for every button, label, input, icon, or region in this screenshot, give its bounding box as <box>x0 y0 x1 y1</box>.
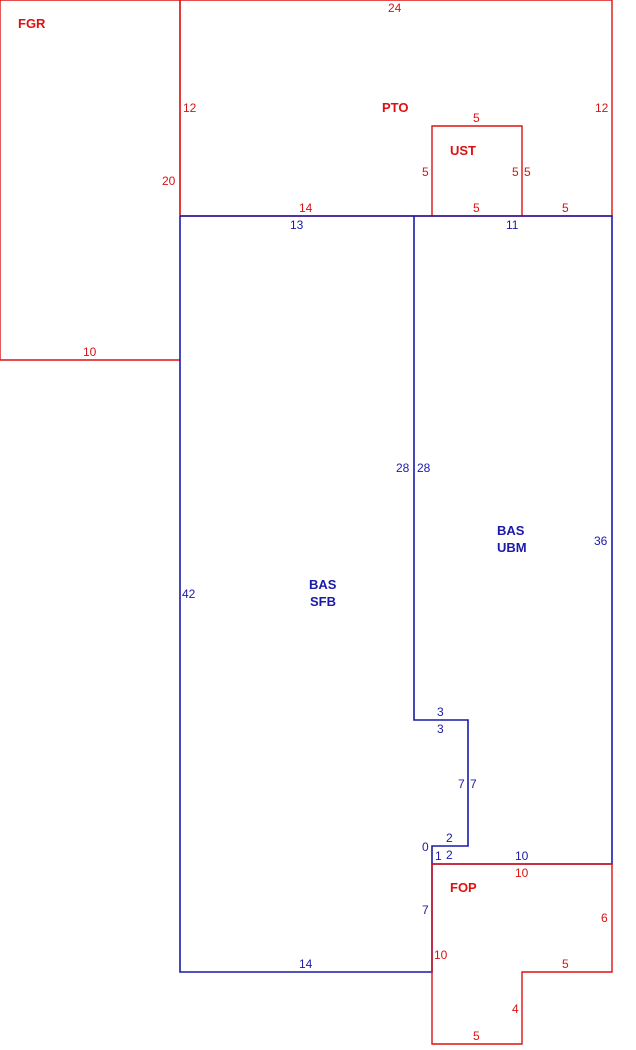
dim-fgr-left: 20 <box>162 174 176 188</box>
fop-label: FOP <box>450 880 477 895</box>
dim-fop-bottom: 5 <box>473 1029 480 1043</box>
dim-fop-top: 10 <box>515 866 529 880</box>
dim-sfb-left: 42 <box>182 587 196 601</box>
dim-pto-bottom-left: 14 <box>299 201 313 215</box>
fgr-outline <box>0 0 181 361</box>
dim-pto-bottom-right: 5 <box>562 201 569 215</box>
bas-sfb-sub: SFB <box>310 594 336 609</box>
dim-ust-top: 5 <box>473 111 480 125</box>
dim-ust-bottom: 5 <box>473 201 480 215</box>
dim-sfb-right-upper: 28 <box>396 461 410 475</box>
dim-pto-top: 24 <box>388 1 402 15</box>
bas-ubm-code: BAS <box>497 523 525 538</box>
fgr-label: FGR <box>18 16 46 31</box>
dim-ubm-top: 11 <box>506 218 519 232</box>
dim-ust-right-out: 5 <box>524 165 531 179</box>
dim-fop-inner: 4 <box>512 1002 519 1016</box>
dim-sfb-bottom: 14 <box>299 957 313 971</box>
bas-sfb-code: BAS <box>309 577 337 592</box>
dim-ubm-right: 36 <box>594 534 608 548</box>
dim-sfb-right-mid: 7 <box>458 777 465 791</box>
dim-ust-right-in: 5 <box>512 165 519 179</box>
dim-fop-step: 5 <box>562 957 569 971</box>
dim-fop-left: 10 <box>434 948 448 962</box>
dim-fop-right: 6 <box>601 911 608 925</box>
dim-ubm-small: 1 <box>435 849 442 863</box>
dim-pto-left: 12 <box>183 101 197 115</box>
dim-ust-left: 5 <box>422 165 429 179</box>
dim-ubm-left-upper: 28 <box>417 461 431 475</box>
bas-ubm-sub: UBM <box>497 540 527 555</box>
dim-pto-right: 12 <box>595 101 609 115</box>
dim-sfb-step-bottom: 2 <box>446 831 453 845</box>
dim-ubm-step-bottom: 2 <box>446 848 453 862</box>
dim-sfb-small: 0 <box>422 840 429 854</box>
bas-sfb-outline <box>179 215 469 973</box>
dim-sfb-step-top: 3 <box>437 705 444 719</box>
dim-ubm-bottom: 10 <box>515 849 529 863</box>
ust-outline <box>431 125 523 216</box>
dim-sfb-top: 13 <box>290 218 304 232</box>
fop-outline <box>431 863 613 1045</box>
dim-sfb-right-lower: 7 <box>422 903 429 917</box>
dim-ubm-step: 3 <box>437 722 444 736</box>
ust-label: UST <box>450 143 476 158</box>
dim-fgr-bottom: 10 <box>83 345 97 359</box>
dim-ubm-left-mid: 7 <box>470 777 477 791</box>
pto-label: PTO <box>382 100 409 115</box>
